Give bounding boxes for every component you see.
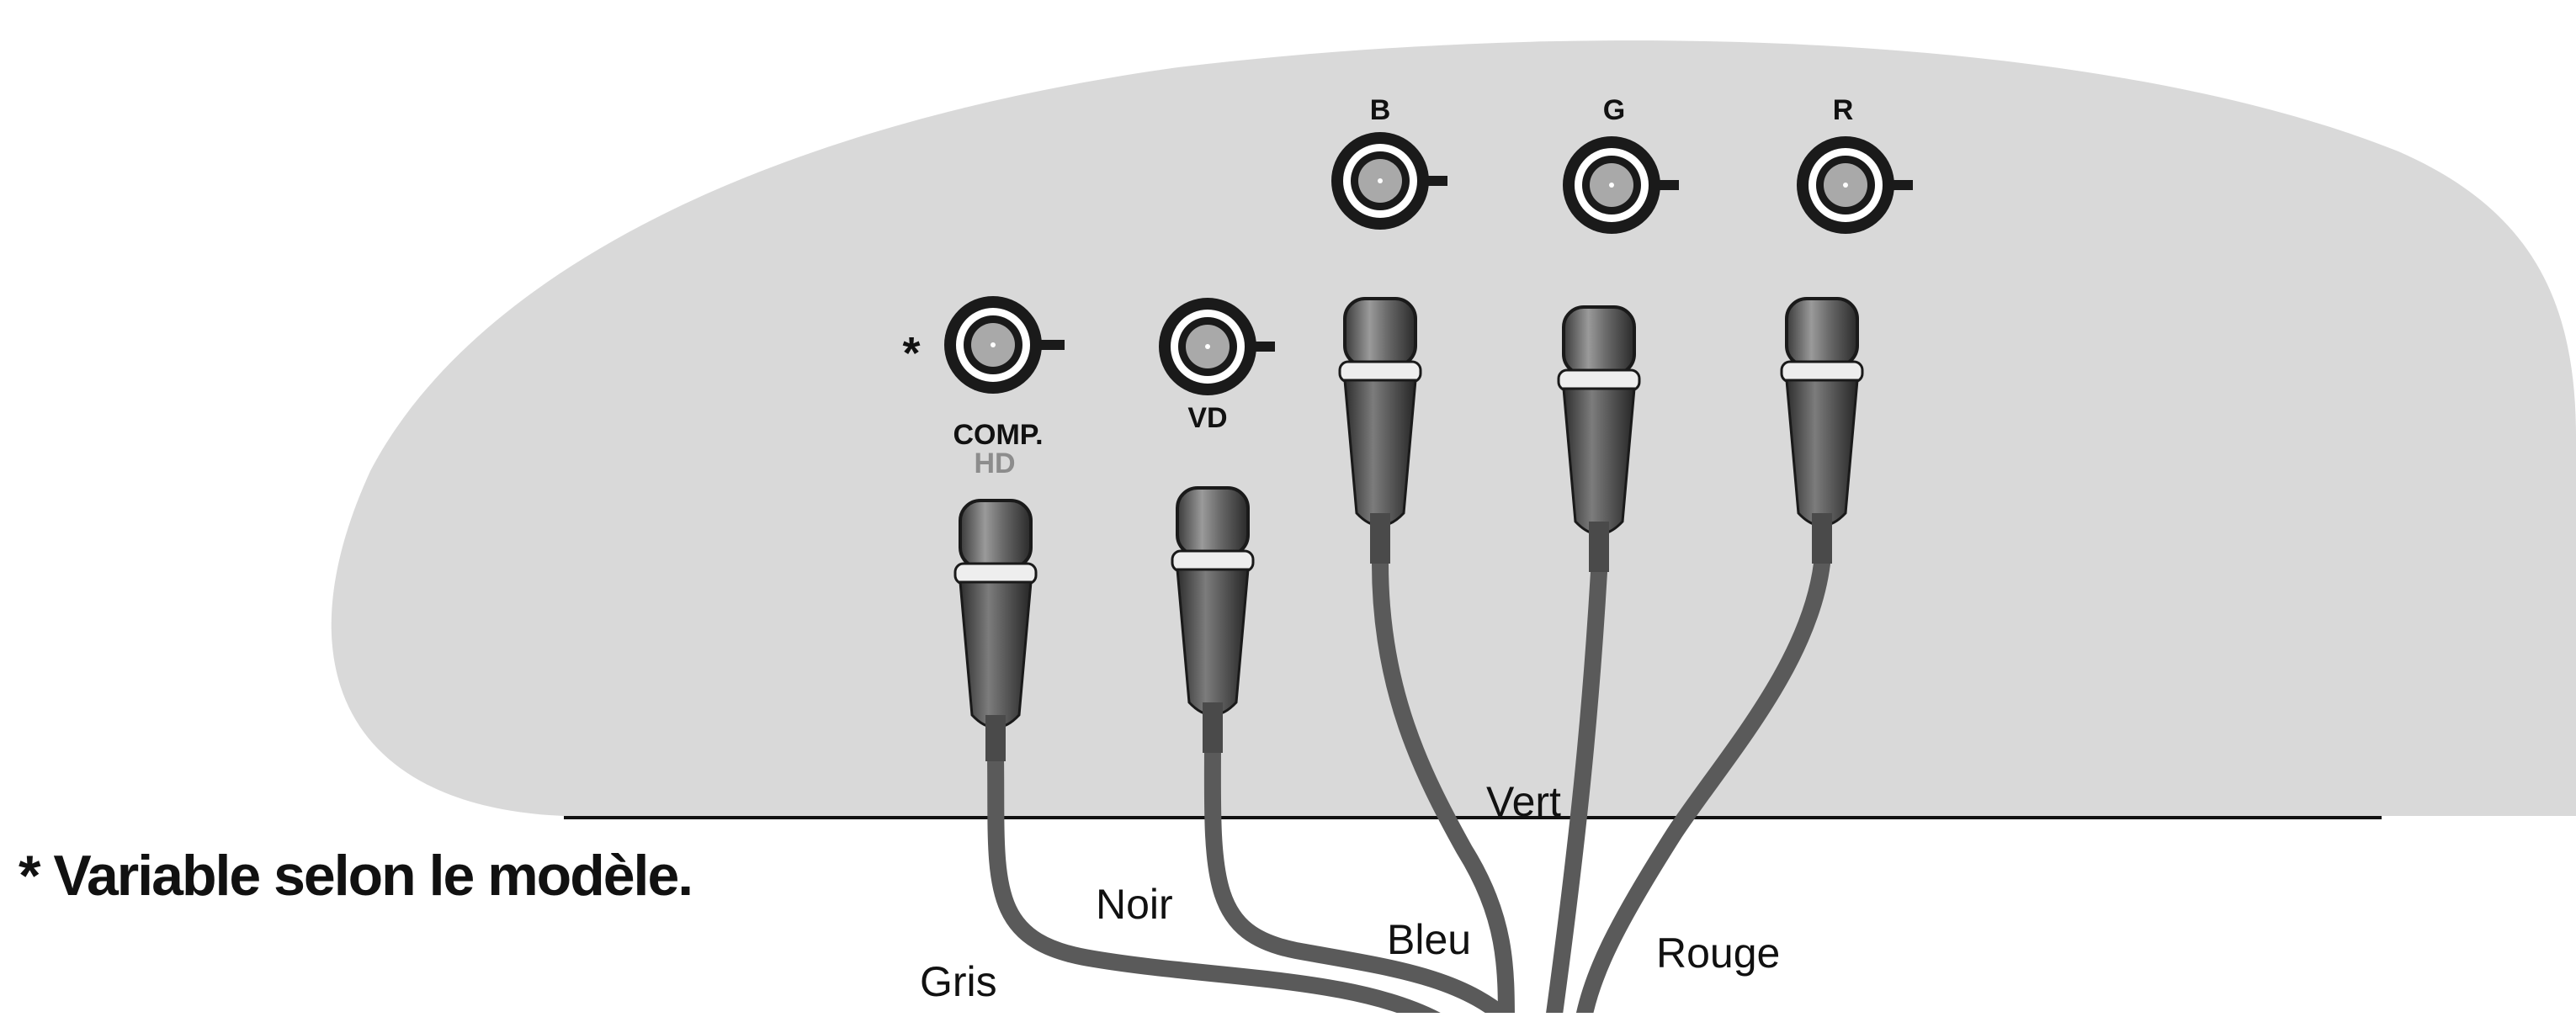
cables (987, 555, 1830, 1017)
jack-vd (1159, 298, 1275, 395)
cable-rouge (1575, 555, 1830, 1017)
cable-gris (987, 749, 1448, 1017)
jack-comp (944, 296, 1065, 394)
port-marker-asterisk: * (902, 328, 920, 379)
jack-r (1797, 136, 1913, 234)
cable-label-bleu: Bleu (1387, 916, 1471, 963)
port-sublabel-hd: HD (974, 448, 1015, 479)
cable-vert (1545, 564, 1607, 1017)
model-note: * Variable selon le modèle. (19, 844, 692, 908)
port-label-g: G (1603, 94, 1625, 126)
cable-label-vert: Vert (1486, 778, 1561, 825)
plug-b (1338, 297, 1422, 564)
cable-bleu (1372, 555, 1515, 1017)
cable-label-gris: Gris (920, 958, 997, 1005)
cable-noir (1203, 740, 1517, 1017)
plug-r (1780, 297, 1864, 564)
plug-vd (1171, 486, 1255, 753)
jack-b (1331, 132, 1447, 230)
cable-label-noir: Noir (1096, 881, 1173, 928)
plug-comp (953, 499, 1038, 761)
cable-label-rouge: Rouge (1656, 930, 1780, 977)
port-label-b: B (1370, 94, 1391, 126)
plug-g (1557, 305, 1641, 572)
jack-g (1563, 136, 1679, 234)
port-label-vd: VD (1187, 402, 1227, 434)
monitor-back-panel (331, 40, 2576, 817)
port-label-comp: COMP. (953, 419, 1043, 451)
port-label-r: R (1833, 94, 1854, 126)
